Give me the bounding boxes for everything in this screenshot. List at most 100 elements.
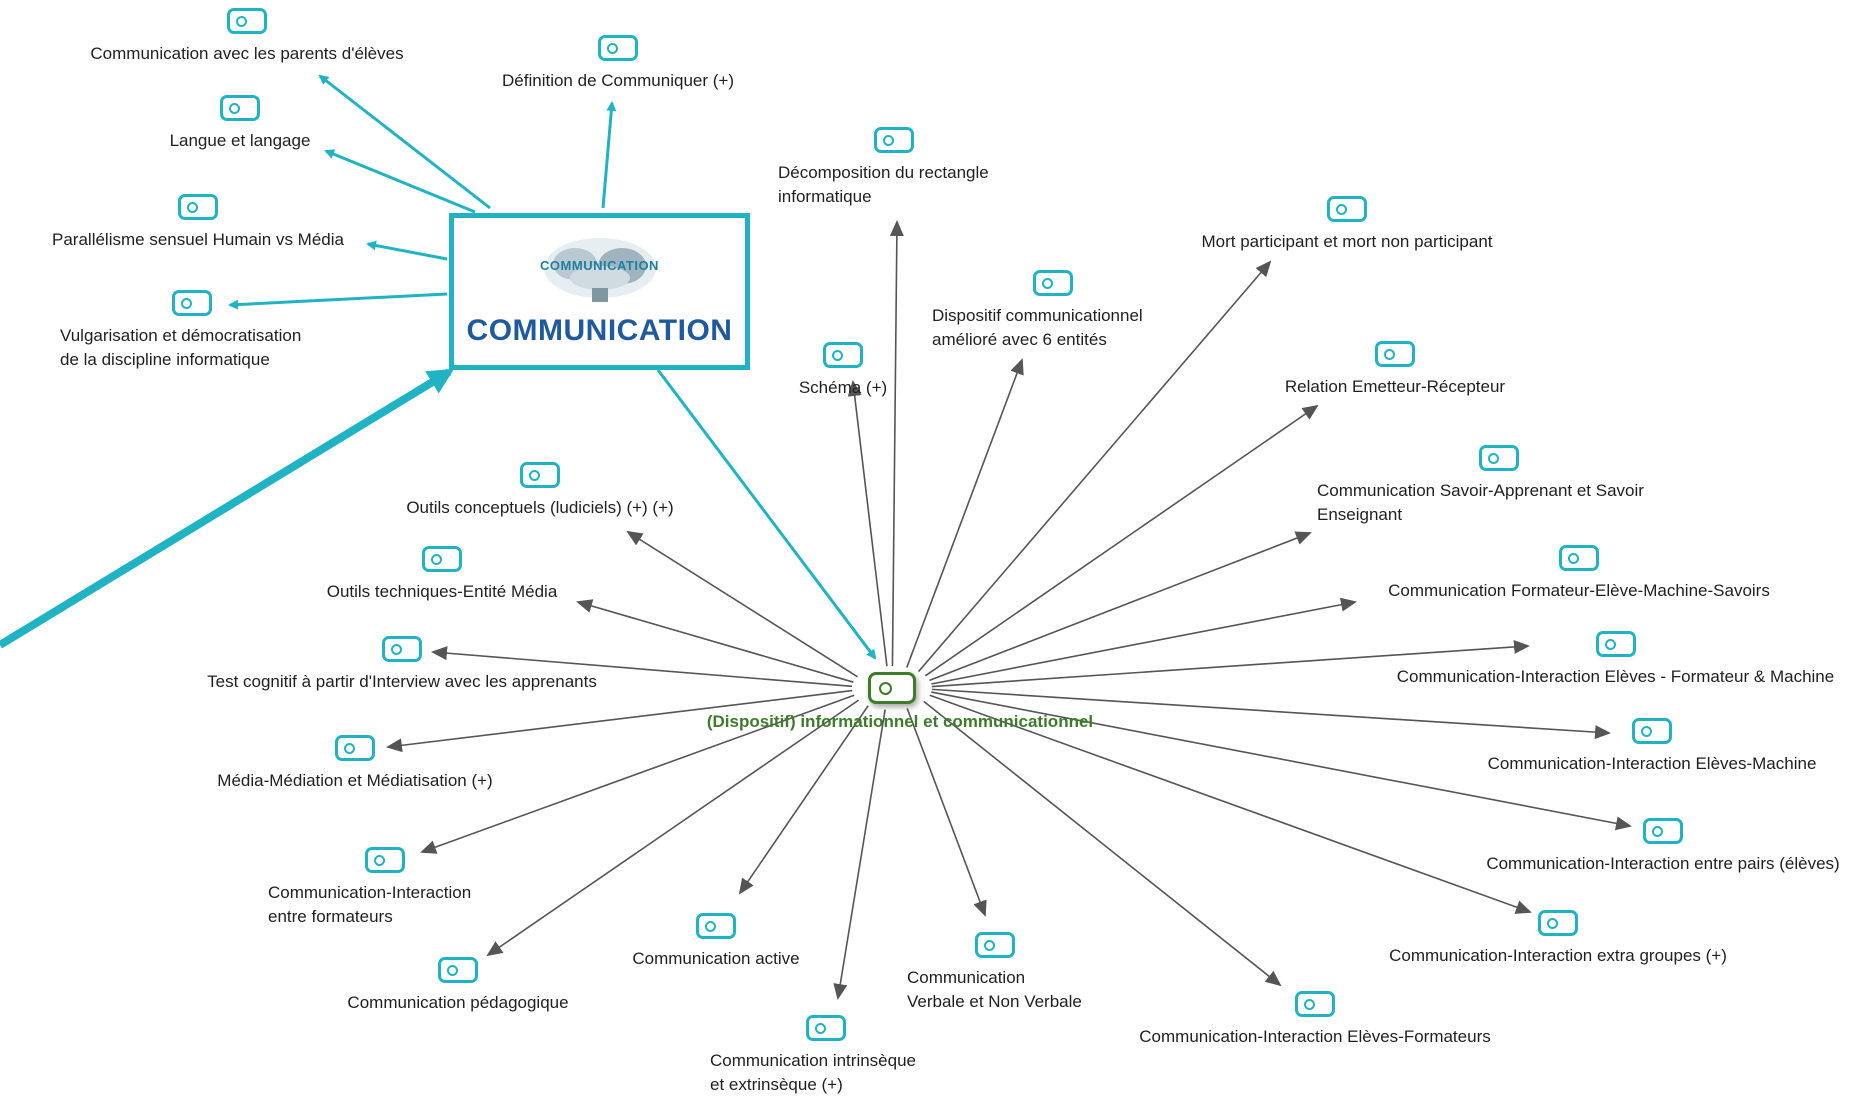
edge-to-relation	[924, 404, 1319, 677]
central-topic-title: COMMUNICATION	[466, 314, 733, 347]
topic-icon	[1559, 545, 1599, 571]
topic-parents[interactable]: Communication avec les parents d'élèves	[62, 8, 432, 66]
topic-savoir[interactable]: Communication Savoir-Apprenant et Savoir…	[1317, 445, 1737, 527]
topic-intrinseque[interactable]: Communication intrinsèque et extrinsèque…	[710, 1015, 990, 1097]
edge-to-outils-conceptuels	[626, 530, 858, 678]
topic-label: Communication-Interaction Elèves-Formate…	[1139, 1027, 1491, 1046]
topic-icon	[1643, 818, 1683, 844]
topic-label: Vulgarisation et démocratisation de la d…	[60, 326, 302, 369]
topic-icon	[1538, 910, 1578, 936]
topic-label: Outils techniques-Entité Média	[326, 582, 558, 601]
topic-label: Relation Emetteur-Récepteur	[1284, 377, 1506, 396]
word-cloud-text: COMMUNICATION	[540, 258, 659, 273]
topic-label: Dispositif communicationnel amélioré ave…	[932, 306, 1143, 349]
topic-interaction-eleves-formateur-machine[interactable]: Communication-Interaction Elèves - Forma…	[1368, 631, 1863, 689]
topic-label: Média-Médiation et Médiatisation (+)	[217, 771, 493, 790]
topic-icon	[823, 342, 863, 368]
topic-test-cognitif[interactable]: Test cognitif à partir d'Interview avec …	[172, 636, 632, 694]
edge-to-pedagogique	[486, 699, 860, 957]
central-topic-communication[interactable]: COMMUNICATION COMMUNICATION	[449, 213, 750, 370]
edge-to-savoir	[929, 531, 1312, 682]
topic-icon	[806, 1015, 846, 1041]
topic-label: Communication-Interaction entre pairs (é…	[1486, 854, 1840, 873]
edge-to-definition	[601, 101, 617, 209]
edge-to-mort	[917, 260, 1272, 673]
topic-label: Schéma (+)	[798, 378, 888, 397]
topic-active[interactable]: Communication active	[602, 913, 830, 971]
edge-to-parents	[318, 74, 491, 210]
topic-langue[interactable]: Langue et langage	[140, 95, 340, 153]
topic-icon	[438, 957, 478, 983]
topic-definition[interactable]: Définition de Communiquer (+)	[473, 35, 763, 93]
topic-icon	[365, 847, 405, 873]
topic-icon	[1375, 341, 1415, 367]
edge-to-dispositif-6	[905, 358, 1024, 668]
edge-to-verbale	[906, 708, 987, 917]
topic-dispositif-6[interactable]: Dispositif communicationnel amélioré ave…	[932, 270, 1222, 352]
topic-label: Communication-Interaction Elèves - Forma…	[1396, 667, 1835, 686]
topic-icon	[598, 35, 638, 61]
topic-interaction-entre-formateurs[interactable]: Communication-Interaction entre formateu…	[268, 847, 528, 929]
topic-label: Communication Verbale et Non Verbale	[907, 968, 1082, 1011]
topic-mort[interactable]: Mort participant et mort non participant	[1137, 196, 1557, 254]
edge-central-to-hub	[656, 369, 877, 660]
topic-interaction-eleves-machine[interactable]: Communication-Interaction Elèves-Machine	[1452, 718, 1852, 776]
topic-icon	[1295, 991, 1335, 1017]
topic-label: Outils conceptuels (ludiciels) (+) (+)	[406, 498, 674, 517]
topic-label: Langue et langage	[169, 131, 311, 150]
topic-label: Communication pédagogique	[347, 993, 569, 1012]
topic-verbale[interactable]: Communication Verbale et Non Verbale	[907, 932, 1147, 1014]
topic-pedagogique[interactable]: Communication pédagogique	[308, 957, 608, 1015]
edge-to-intrinseque	[833, 709, 886, 1000]
topic-interaction-pairs[interactable]: Communication-Interaction entre pairs (é…	[1453, 818, 1867, 876]
edge-to-interaction-entre-formateurs	[420, 694, 855, 854]
topic-icon	[1479, 445, 1519, 471]
topic-icon	[520, 462, 560, 488]
topic-label: Communication-Interaction entre formateu…	[268, 883, 472, 926]
topic-schema[interactable]: Schéma (+)	[773, 342, 913, 400]
hub-topic-label[interactable]: (Dispositif) informationnel et communica…	[706, 712, 1094, 731]
topic-vulgarisation[interactable]: Vulgarisation et démocratisation de la d…	[60, 290, 360, 372]
topic-label: Décomposition du rectangle informatique	[778, 163, 989, 206]
topic-label: Définition de Communiquer (+)	[502, 71, 734, 90]
topic-icon	[178, 194, 218, 220]
word-cloud-icon	[543, 238, 656, 302]
topic-label: Parallélisme sensuel Humain vs Média	[52, 230, 344, 249]
topic-icon	[172, 290, 212, 316]
topic-outils-conceptuels[interactable]: Outils conceptuels (ludiciels) (+) (+)	[370, 462, 710, 520]
edge-to-media-mediation	[386, 689, 853, 753]
topic-decomposition[interactable]: Décomposition du rectangle informatique	[778, 127, 1058, 209]
topic-label: Communication avec les parents d'élèves	[90, 44, 404, 63]
edge-to-interaction-em	[931, 688, 1611, 740]
topic-interaction-extra-groupes[interactable]: Communication-Interaction extra groupes …	[1348, 910, 1768, 968]
edge-to-interaction-efm	[931, 639, 1530, 688]
topic-formateur-eleve-machine[interactable]: Communication Formateur-Elève-Machine-Sa…	[1349, 545, 1809, 603]
topic-parallelisme[interactable]: Parallélisme sensuel Humain vs Média	[33, 194, 363, 252]
edge-to-interaction-eleves-formateurs	[923, 700, 1282, 987]
topic-icon	[422, 546, 462, 572]
topic-media-mediation[interactable]: Média-Médiation et Médiatisation (+)	[185, 735, 525, 793]
edge-to-active	[738, 705, 869, 895]
topic-label: Communication-Interaction Elèves-Machine	[1487, 754, 1817, 773]
topic-icon	[227, 8, 267, 34]
edge-to-interaction-pairs	[931, 691, 1632, 831]
edge-to-outils-techniques	[576, 599, 854, 683]
edge-to-langue	[324, 149, 476, 214]
topic-label: Communication-Interaction extra groupes …	[1389, 946, 1727, 965]
topic-icon	[975, 932, 1015, 958]
topic-icon	[1595, 631, 1636, 657]
topic-label: Test cognitif à partir d'Interview avec …	[207, 672, 597, 691]
word-cloud-image: COMMUNICATION	[540, 234, 660, 304]
edge-to-vulgarisation	[228, 292, 448, 310]
topic-interaction-eleves-formateurs[interactable]: Communication-Interaction Elèves-Formate…	[1105, 991, 1525, 1049]
topic-icon	[335, 735, 375, 761]
hub-topic[interactable]	[868, 672, 916, 704]
topic-label: Communication intrinsèque et extrinsèque…	[710, 1051, 916, 1094]
edge-to-decomposition	[889, 220, 904, 667]
edge-incoming-to-central	[0, 368, 455, 649]
topic-outils-techniques[interactable]: Outils techniques-Entité Média	[292, 546, 592, 604]
topic-icon	[1033, 270, 1073, 296]
edge-to-schema	[847, 380, 888, 667]
topic-relation[interactable]: Relation Emetteur-Récepteur	[1255, 341, 1535, 399]
